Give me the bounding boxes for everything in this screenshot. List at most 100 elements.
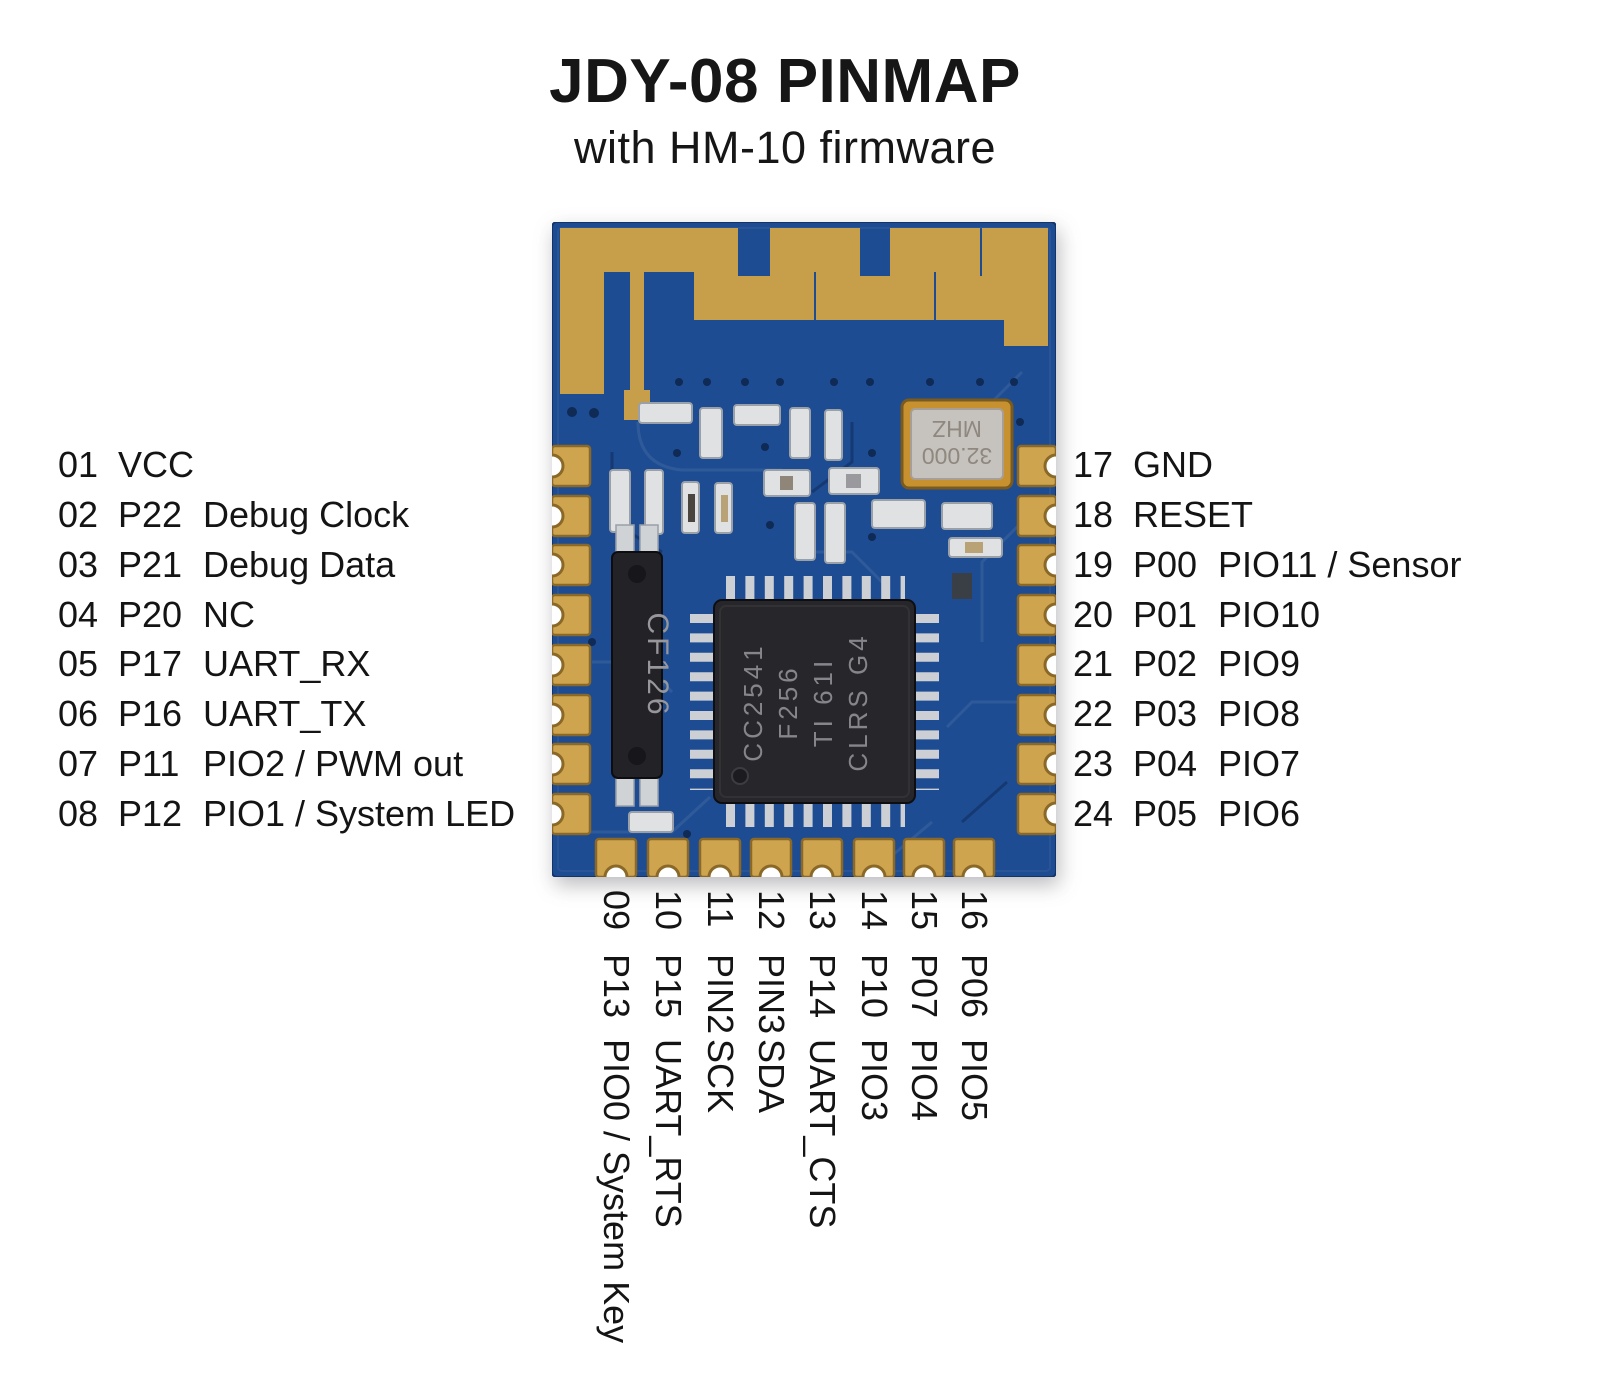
pin-number: 13 — [802, 890, 843, 931]
pin-function: PIO5 — [954, 1039, 995, 1122]
pin-col-16: 16 P06 PIO5 — [952, 890, 996, 1392]
pin-name: P16 — [118, 693, 183, 734]
cf126-label: CF126 — [641, 612, 674, 717]
pin-function: Debug Clock — [203, 494, 410, 535]
pin-col-14: 14 P10 PIO3 — [852, 890, 896, 1392]
pin-function: SDA — [751, 1039, 792, 1114]
pin-function: PIO2 / PWM out — [203, 743, 464, 784]
pin-number: 02 — [58, 494, 99, 535]
page-title: JDY-08 PINMAP — [549, 47, 1021, 116]
pin-function: PIO0 / System Key — [596, 1039, 637, 1344]
pin-row-18: 18 RESET — [1073, 491, 1253, 539]
edge-pads-bottom — [594, 837, 996, 877]
pin-number: 09 — [596, 890, 637, 931]
pin-row-07: 07 P11 PIO2 / PWM out — [58, 740, 463, 788]
pin-row-19: 19 P00 PIO11 / Sensor — [1073, 541, 1461, 589]
pin-name: P21 — [118, 544, 183, 585]
pin-name: P13 — [596, 954, 637, 1019]
pin-name: P04 — [1133, 743, 1198, 784]
pin-col-09: 09 P13 PIO0 / System Key — [594, 890, 638, 1392]
pin-function: PIO3 — [854, 1039, 895, 1122]
edge-pads-right — [1016, 444, 1056, 836]
pin-row-17: 17 GND — [1073, 441, 1218, 489]
crystal: 32.000 MHZ — [900, 398, 1014, 490]
pin-function: Debug Data — [203, 544, 396, 585]
pin-name: P05 — [1133, 793, 1198, 834]
pin-function: PIO7 — [1218, 743, 1301, 784]
pin-name: VCC — [118, 444, 195, 485]
crystal-label-unit: MHZ — [932, 416, 982, 442]
pin-number: 16 — [954, 890, 995, 931]
pin-number: 01 — [58, 444, 99, 485]
pin-number: 15 — [904, 890, 945, 931]
pin-row-21: 21 P02 PIO9 — [1073, 640, 1300, 688]
pin-function: PIO9 — [1218, 643, 1301, 684]
pin-number: 05 — [58, 643, 99, 684]
edge-pads-left — [552, 444, 592, 836]
chip-line-1: CC2541 — [738, 642, 768, 761]
pin-function: PIO1 / System LED — [203, 793, 516, 834]
page-subtitle: with HM-10 firmware — [573, 122, 997, 173]
antenna-trace — [560, 228, 1048, 420]
pin-col-15: 15 P07 PIO4 — [902, 890, 946, 1392]
pin-col-11: 11 PIN2 SCK — [698, 890, 742, 1392]
pin-number: 11 — [700, 890, 741, 928]
pin-row-22: 22 P03 PIO8 — [1073, 690, 1300, 738]
pin-name: P12 — [118, 793, 183, 834]
pin-name: PIN2 — [700, 954, 741, 1035]
pin-row-08: 08 P12 PIO1 / System LED — [58, 790, 515, 838]
pin-name: P22 — [118, 494, 183, 535]
pin-function: PIO11 / Sensor — [1218, 544, 1462, 585]
crystal-label-freq: 32.000 — [922, 443, 992, 469]
module-photo: CF126 32.000 MHZ CC2541 F256 TI 61I — [552, 222, 1056, 877]
pin-number: 21 — [1073, 643, 1114, 684]
pin-row-01: 01 VCC — [58, 441, 203, 489]
pin-col-10: 10 P15 UART_RTS — [646, 890, 690, 1392]
pin-function: NC — [203, 594, 255, 635]
pin-row-03: 03 P21 Debug Data — [58, 541, 395, 589]
pin-function: UART_CTS — [802, 1039, 843, 1229]
pin-row-23: 23 P04 PIO7 — [1073, 740, 1300, 788]
pin-number: 07 — [58, 743, 99, 784]
pin-row-02: 02 P22 Debug Clock — [58, 491, 409, 539]
pin-name: P10 — [854, 954, 895, 1019]
chip-line-4: CLRS G4 — [843, 632, 873, 771]
pin-number: 04 — [58, 594, 99, 635]
pin-number: 03 — [58, 544, 99, 585]
cc2541-chip: CC2541 F256 TI 61I CLRS G4 — [690, 576, 939, 827]
chip-pin1-dot — [731, 767, 749, 785]
pin-number: 08 — [58, 793, 99, 834]
pin-row-24: 24 P05 PIO6 — [1073, 790, 1300, 838]
pin-name: P15 — [648, 954, 689, 1019]
pin-row-04: 04 P20 NC — [58, 591, 255, 639]
pin-number: 10 — [648, 890, 689, 931]
pin-number: 06 — [58, 693, 99, 734]
pin-number: 14 — [854, 890, 895, 931]
pin-number: 17 — [1073, 444, 1114, 485]
pin-name: P01 — [1133, 594, 1198, 635]
pin-function: UART_TX — [203, 693, 367, 734]
pin-col-12: 12 PIN3 SDA — [749, 890, 793, 1392]
pin-row-20: 20 P01 PIO10 — [1073, 591, 1320, 639]
chip-line-2: F256 — [773, 664, 803, 739]
pin-number: 20 — [1073, 594, 1114, 635]
chip-line-3: TI 61I — [808, 657, 838, 747]
pin-name: P20 — [118, 594, 183, 635]
pin-col-13: 13 P14 UART_CTS — [800, 890, 844, 1392]
pin-name: GND — [1133, 444, 1213, 485]
pin-name: P00 — [1133, 544, 1198, 585]
pin-row-05: 05 P17 UART_RX — [58, 640, 370, 688]
pin-number: 23 — [1073, 743, 1114, 784]
pin-name: PIN3 — [751, 954, 792, 1035]
pin-function: SCK — [700, 1039, 741, 1114]
pin-function: PIO4 — [904, 1039, 945, 1122]
pin-function: PIO10 — [1218, 594, 1321, 635]
pin-number: 12 — [751, 890, 792, 931]
pin-function: PIO8 — [1218, 693, 1301, 734]
pin-name: P07 — [904, 954, 945, 1019]
pin-name: P03 — [1133, 693, 1198, 734]
pin-name: P06 — [954, 954, 995, 1019]
pin-name: P11 — [118, 743, 180, 784]
pin-function: UART_RX — [203, 643, 371, 684]
